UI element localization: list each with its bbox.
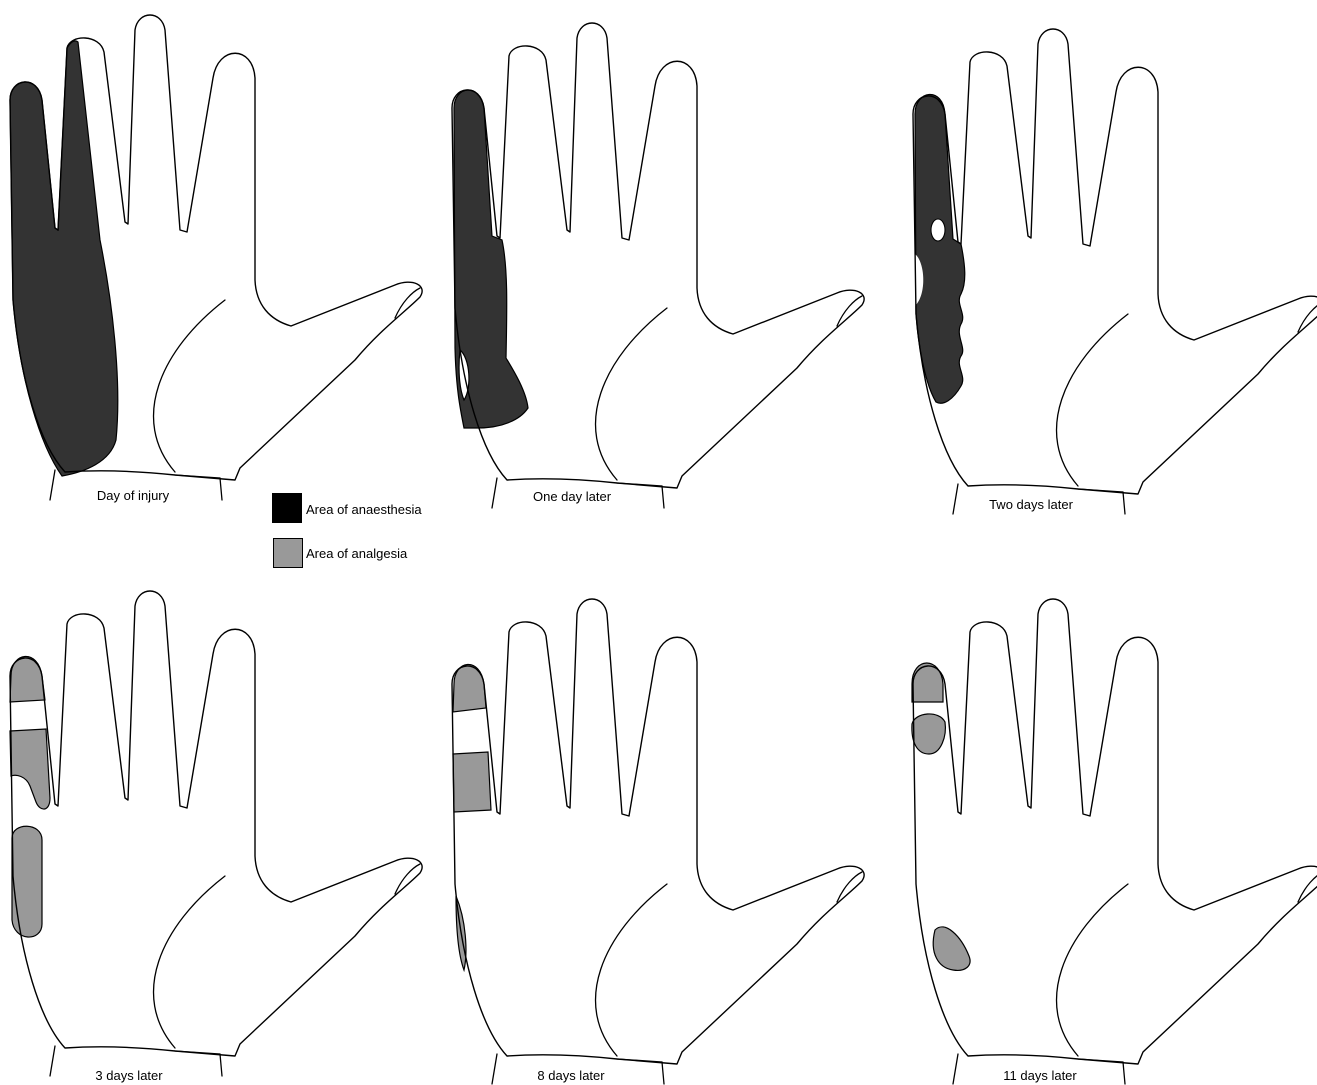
analgesia-area-tip [912, 663, 943, 702]
legend-swatch-analgesia [273, 538, 303, 568]
caption-11-days-later: 11 days later [1003, 1068, 1076, 1084]
caption-3-days-later: 3 days later [95, 1068, 162, 1084]
anaesthesia-area [915, 94, 965, 403]
analgesia-area-mid [10, 729, 50, 809]
caption-day-of-injury: Day of injury [97, 488, 169, 504]
analgesia-area-palm [933, 927, 970, 970]
caption-two-days-later: Two days later [989, 497, 1073, 513]
panel-day-of-injury [10, 15, 422, 500]
panel-8-days-later [452, 599, 864, 1084]
analgesia-area-tip [453, 664, 486, 712]
panel-one-day-later [452, 23, 864, 508]
analgesia-area-tip [10, 656, 45, 702]
analgesia-area-palm [12, 826, 42, 937]
caption-one-day-later: One day later [533, 489, 611, 505]
panel-3-days-later [10, 591, 422, 1076]
legend-swatch-anaesthesia [272, 493, 302, 523]
caption-8-days-later: 8 days later [537, 1068, 604, 1084]
spared-spot-upper [931, 219, 945, 241]
analgesia-area-mid [453, 752, 491, 812]
legend-label-anaesthesia: Area of anaesthesia [306, 502, 422, 518]
panel-11-days-later [912, 599, 1317, 1084]
legend-label-analgesia: Area of analgesia [306, 546, 407, 562]
analgesia-area-mid [912, 714, 945, 754]
panel-two-days-later [913, 29, 1317, 514]
